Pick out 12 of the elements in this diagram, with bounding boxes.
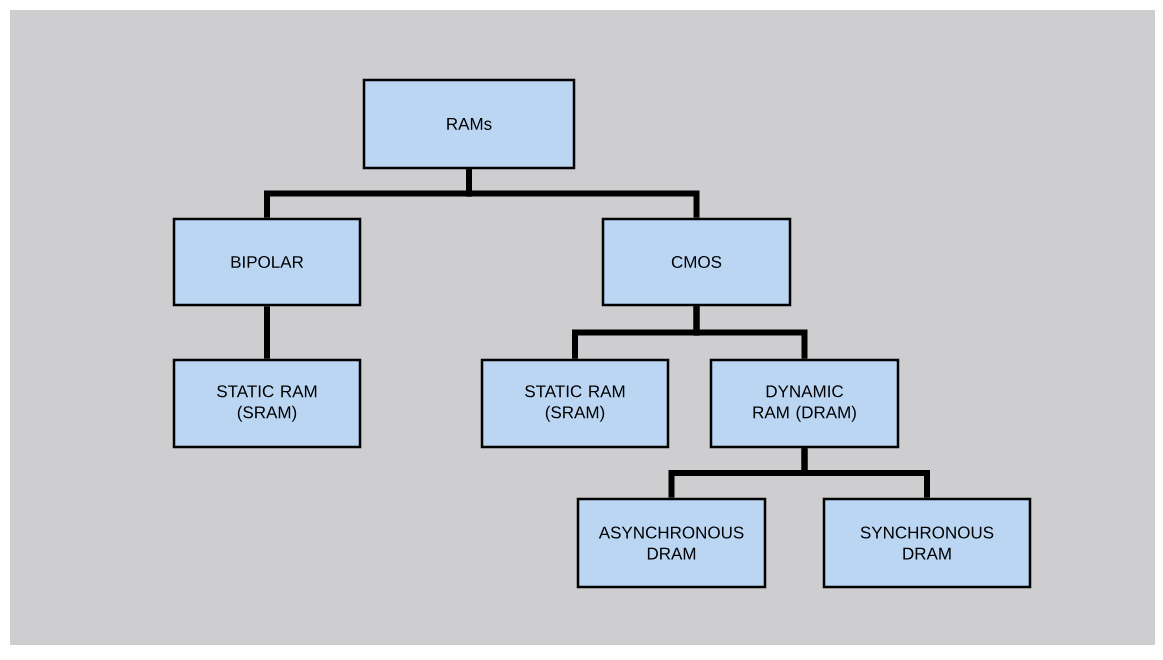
box: BIPOLAR xyxy=(172,217,362,307)
box: ASYNCHRONOUS DRAM xyxy=(576,497,767,589)
connector-line xyxy=(466,169,700,218)
box: SYNCHRONOUS DRAM xyxy=(822,497,1032,589)
connector-line xyxy=(264,306,270,359)
connector-line xyxy=(801,448,930,498)
box: STATIC RAM (SRAM) xyxy=(172,358,362,449)
box: DYNAMIC RAM (DRAM) xyxy=(709,358,900,449)
box: STATIC RAM (SRAM) xyxy=(480,358,670,449)
box: CMOS xyxy=(601,217,792,307)
connector-line xyxy=(693,306,808,359)
box: RAMs xyxy=(362,78,576,170)
